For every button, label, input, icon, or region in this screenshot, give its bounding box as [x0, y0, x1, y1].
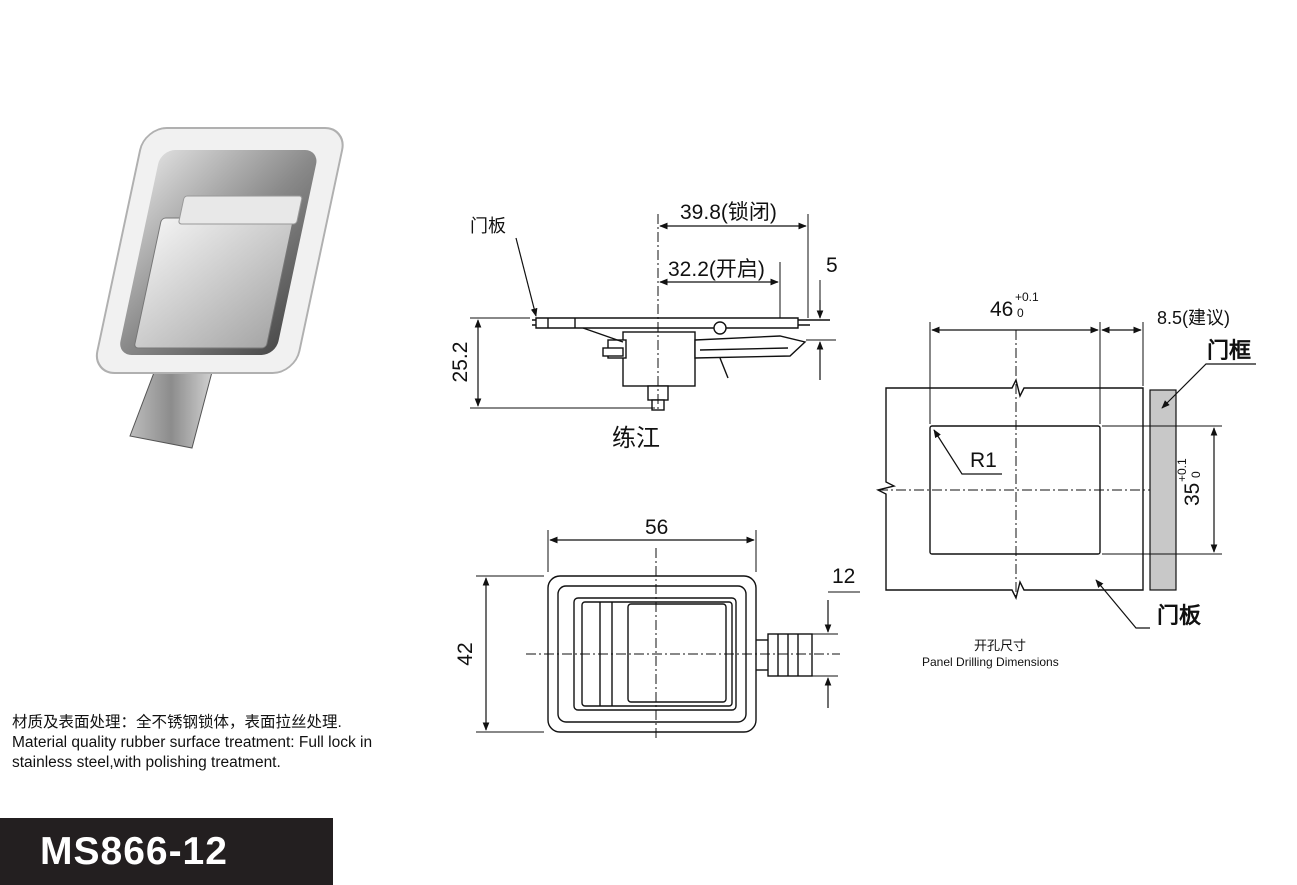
material-note-cn: 材质及表面处理：全不锈钢锁体，表面拉丝处理.: [12, 714, 342, 731]
cutout-title-en: Panel Drilling Dimensions: [922, 655, 1059, 669]
dim-tongue-label: 12: [832, 565, 855, 588]
dim-cutout-width-tol-lower: 0: [1017, 306, 1024, 320]
radius-label: R1: [970, 449, 997, 472]
material-note-en-1: Material quality rubber surface treatmen…: [12, 734, 373, 751]
door-frame-label: 门框: [1207, 338, 1251, 363]
front-view: [476, 530, 860, 740]
model-banner: MS866-12: [0, 818, 333, 885]
frame-gap-label: 8.5(建议): [1157, 308, 1230, 328]
model-number: MS866-12: [40, 830, 228, 873]
side-door-panel-label: 门板: [470, 216, 506, 236]
dim-cutout-height-label: 35: [1181, 483, 1204, 506]
lock-handle: [134, 217, 294, 349]
brand-label: 练江: [612, 425, 660, 452]
dim-locked-label: 39.8(锁闭): [680, 201, 777, 224]
lock-tongue: [129, 361, 213, 449]
dim-open-label: 32.2(开启): [668, 258, 765, 281]
dim-cutout-width-tol-upper: +0.1: [1015, 290, 1039, 304]
dim-front-height-label: 42: [454, 642, 477, 665]
dim-front-width-label: 56: [645, 516, 668, 539]
side-view: [470, 214, 836, 411]
dim-cutout-height-tol-lower: 0: [1189, 471, 1203, 478]
dim-cutout-height-tol-upper: +0.1: [1175, 458, 1189, 482]
dim-cutout-width-label: 46: [990, 298, 1013, 321]
dim-side-height-label: 25.2: [449, 342, 472, 383]
cutout-view: [875, 322, 1256, 629]
lock-handle-top: [178, 195, 303, 225]
material-note: 材质及表面处理：全不锈钢锁体，表面拉丝处理. Material quality …: [12, 713, 432, 773]
material-note-en-2: stainless steel,with polishing treatment…: [12, 754, 281, 771]
cutout-title-cn: 开孔尺寸: [974, 638, 1026, 653]
cutout-door-panel-label: 门板: [1157, 603, 1202, 628]
product-photo: [95, 127, 344, 449]
dim-thickness-label: 5: [826, 254, 838, 277]
